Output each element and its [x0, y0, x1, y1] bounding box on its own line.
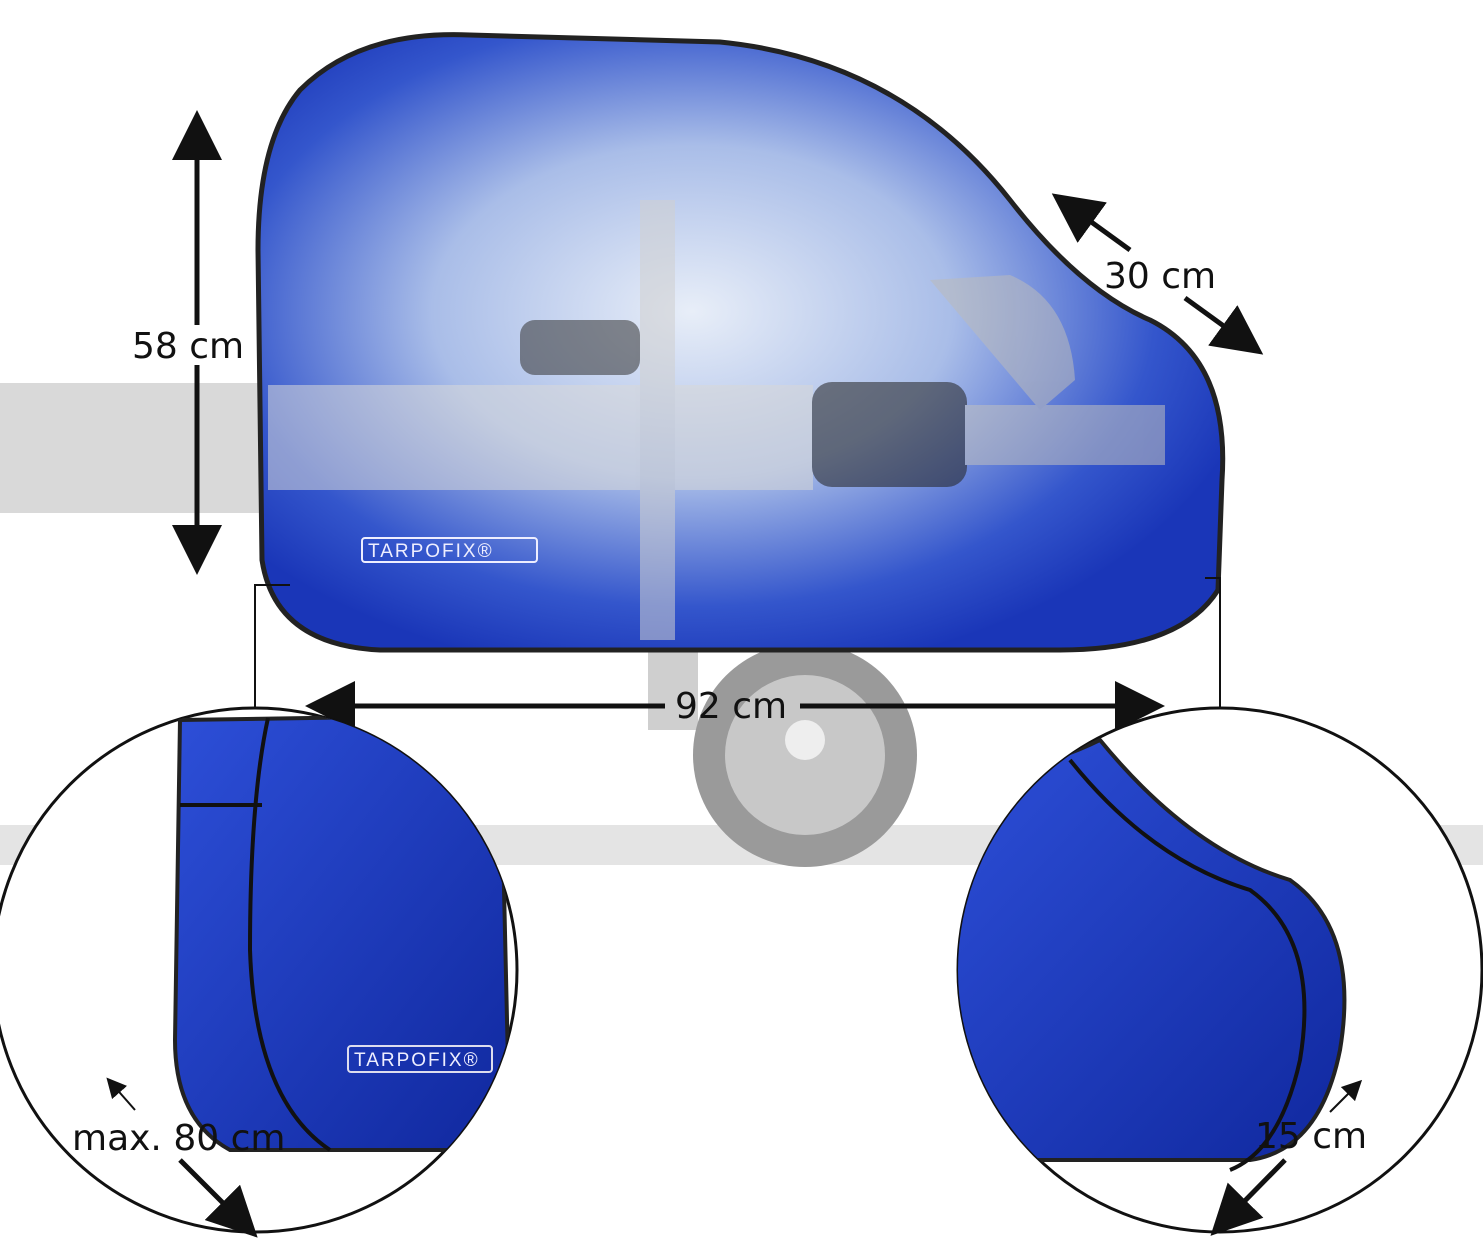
length-label: 92 cm [675, 686, 787, 727]
drawbar [0, 383, 280, 513]
jockey-wheel [648, 640, 917, 867]
svg-text:TARPOFIX®: TARPOFIX® [354, 1050, 480, 1071]
brand-logo: TARPOFIX® [361, 537, 538, 563]
hitch-cover [255, 32, 1226, 653]
width-arrow [106, 1077, 136, 1111]
length-bracket [1205, 577, 1221, 710]
width-label: max. 80 cm [72, 1118, 285, 1159]
nose-label: 30 cm [1104, 256, 1216, 297]
svg-text:TARPOFIX®: TARPOFIX® [368, 541, 494, 562]
hitch-mechanism [268, 200, 1165, 640]
detail-front-view: TARPOFIX® [172, 712, 513, 1152]
depth-arrow [1210, 1158, 1287, 1236]
length-bracket [254, 584, 290, 710]
width-arrow [178, 1158, 258, 1238]
depth-label: 15 cm [1255, 1116, 1367, 1157]
depth-arrow [1329, 1079, 1363, 1113]
height-label: 58 cm [132, 326, 244, 367]
nose-arrow [1183, 295, 1264, 355]
nose-arrow [1051, 193, 1132, 253]
